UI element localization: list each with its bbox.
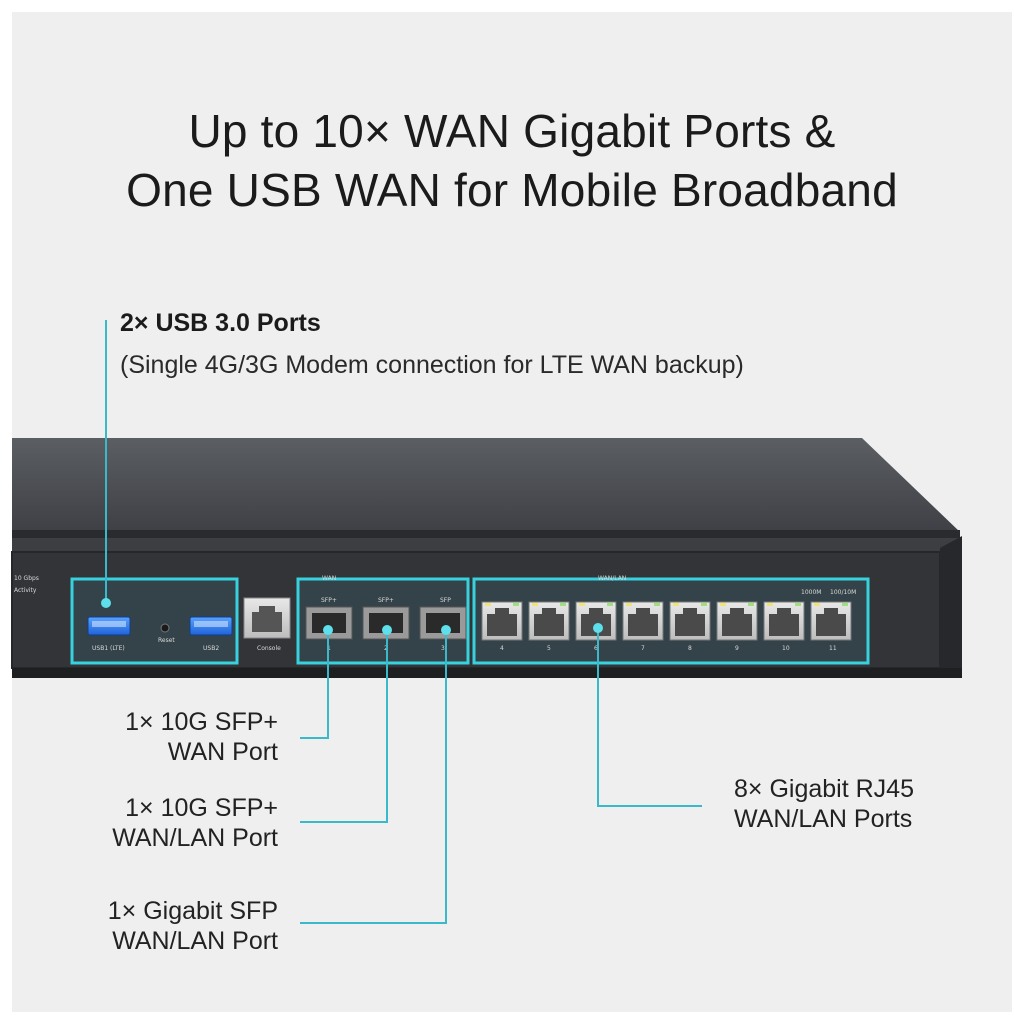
rj45-port-4[interactable]: 4: [481, 601, 523, 652]
sfp-wanlan-leader: [300, 630, 447, 924]
headline-line-1: Up to 10× WAN Gigabit Ports &: [188, 105, 836, 157]
callout-gigabit-sfp: 1× Gigabit SFP WAN/LAN Port: [38, 896, 278, 956]
speed-1000-label: 1000M: [801, 589, 821, 596]
rj45-port-number: 4: [500, 645, 504, 652]
callout-line: 1× Gigabit SFP: [107, 897, 278, 925]
port-led-icon: [607, 603, 613, 606]
rj45-port-number: 6: [594, 645, 598, 652]
chassis-side: [940, 536, 962, 678]
sfp-plus-wan-leader: [300, 630, 329, 739]
callout-10g-sfp-plus-wanlan: 1× 10G SFP+ WAN/LAN Port: [38, 793, 278, 853]
console-label: Console: [257, 645, 281, 652]
callout-line: 8× Gigabit RJ45: [734, 775, 914, 803]
port-led-icon: [513, 603, 519, 606]
usb-ports-detail: (Single 4G/3G Modem connection for LTE W…: [120, 351, 744, 379]
rj45-leader: [597, 630, 702, 807]
usb-ports-heading: 2× USB 3.0 Ports: [120, 309, 321, 337]
activity-led-label: Activity: [14, 587, 37, 594]
rj45-port-8[interactable]: 8: [669, 601, 711, 652]
port-led-icon: [701, 603, 707, 606]
port-led-icon: [654, 603, 660, 606]
sfp-group-highlight: [296, 577, 470, 665]
port-led-icon: [579, 603, 585, 606]
port-led-icon: [748, 603, 754, 606]
rj45-port-10[interactable]: 10: [763, 601, 805, 652]
reset-button[interactable]: [160, 623, 170, 633]
callout-line: WAN Port: [167, 738, 278, 766]
callout-line: WAN/LAN Port: [112, 927, 278, 955]
callout-line: WAN/LAN Ports: [734, 805, 913, 833]
rj45-port-7[interactable]: 7: [622, 601, 664, 652]
usb1-label: USB1 (LTE): [92, 645, 125, 652]
callout-line: WAN/LAN Port: [112, 824, 278, 852]
reset-label: Reset: [158, 637, 175, 644]
port-led-icon: [532, 603, 538, 606]
rj45-port-number: 5: [547, 645, 551, 652]
sfp-plus-2-label: SFP+: [378, 597, 394, 604]
rj45-port-number: 8: [688, 645, 692, 652]
port-led-icon: [673, 603, 679, 606]
rj45-port-number: 7: [641, 645, 645, 652]
sfp-plus-wanlan-leader: [300, 630, 388, 823]
rj45-port-number: 10: [782, 645, 790, 652]
rj45-port-9[interactable]: 9: [716, 601, 758, 652]
port-led-icon: [814, 603, 820, 606]
port-led-icon: [795, 603, 801, 606]
leader-lines: [101, 320, 702, 924]
port-led-icon: [485, 603, 491, 606]
sfp-wanlan-port[interactable]: [419, 606, 467, 640]
rj45-group-highlight: [472, 577, 870, 665]
usb2-label: USB2: [203, 645, 219, 652]
port-led-icon: [720, 603, 726, 606]
wan-group-label: WAN: [322, 575, 336, 582]
callout-gigabit-rj45: 8× Gigabit RJ45 WAN/LAN Ports: [734, 774, 994, 834]
rj45-port-number: 11: [829, 645, 837, 652]
headline-line-2: One USB WAN for Mobile Broadband: [126, 164, 898, 216]
rj45-port-11[interactable]: 11: [810, 601, 852, 652]
rj45-port-number: 9: [735, 645, 739, 652]
wanlan-group-label: WAN/LAN: [598, 575, 626, 582]
callout-line: 1× 10G SFP+: [125, 794, 278, 822]
sfp-port-3-number: 3: [441, 645, 445, 652]
callout-10g-sfp-plus-wan: 1× 10G SFP+ WAN Port: [38, 707, 278, 767]
port-led-icon: [560, 603, 566, 606]
sfp-label: SFP: [440, 597, 451, 604]
callout-line: 1× 10G SFP+: [125, 708, 278, 736]
port-led-icon: [626, 603, 632, 606]
chassis-top: [12, 438, 960, 532]
gbps-led-label: 10 Gbps: [14, 575, 39, 582]
usb-group-highlight: [70, 577, 239, 665]
speed-100-label: 100/10M: [830, 589, 856, 596]
port-led-icon: [842, 603, 848, 606]
chassis-top-edge: [12, 530, 960, 538]
rj45-port-5[interactable]: 5: [528, 601, 570, 652]
chassis-bottom-shadow: [12, 668, 962, 678]
sfp-plus-1-label: SFP+: [321, 597, 337, 604]
port-led-icon: [767, 603, 773, 606]
